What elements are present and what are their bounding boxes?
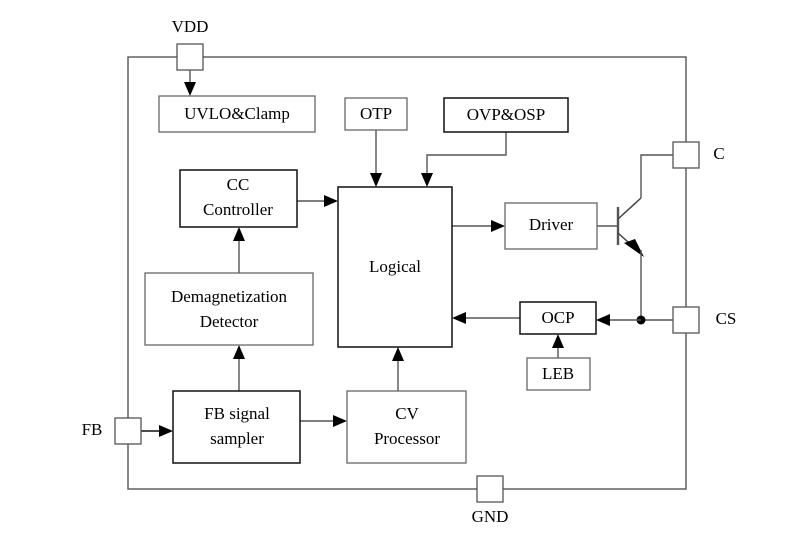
wire-ovposp-to-logical [426, 132, 507, 175]
arrowhead-cv-logical [392, 347, 404, 361]
block-label-otp: OTP [360, 104, 392, 123]
block-demagnetization-detector[interactable] [144, 272, 314, 346]
pin-vdd[interactable] [176, 43, 204, 71]
block-label-cc-controller-line2: Controller [203, 200, 273, 219]
block-label-logical: Logical [369, 257, 421, 276]
block-cc-controller[interactable] [179, 169, 298, 228]
pin-fb[interactable] [114, 417, 142, 445]
block-leb[interactable] [526, 357, 591, 391]
arrowhead-ocp-logical [452, 312, 466, 324]
block-fb-signal-sampler[interactable] [172, 390, 301, 464]
arrowhead-sampler-cv [333, 415, 347, 427]
pin-label-vdd: VDD [172, 17, 209, 36]
pin-label-cs: CS [716, 309, 737, 328]
block-label-cv-processor-line2: Processor [374, 429, 440, 448]
arrowhead-demag-cc [233, 227, 245, 241]
block-label-driver: Driver [529, 215, 574, 234]
arrowhead-sampler-demag [233, 345, 245, 359]
block-ovp-osp[interactable] [443, 97, 569, 133]
arrowhead-leb-ocp [552, 334, 564, 348]
block-driver[interactable] [504, 202, 598, 250]
arrowhead-otp-logical [370, 173, 382, 187]
block-uvlo-clamp[interactable] [158, 95, 316, 133]
arrowhead-logical-driver [491, 220, 505, 232]
pin-c[interactable] [672, 141, 700, 169]
block-label-cv-processor-line1: CV [395, 404, 419, 423]
block-logical[interactable] [337, 186, 453, 348]
block-label-uvlo-clamp: UVLO&Clamp [184, 104, 290, 123]
pin-label-c: C [713, 144, 724, 163]
arrowhead-cc-logical [324, 195, 338, 207]
ic-boundary-rect [127, 56, 687, 490]
block-label-ocp: OCP [541, 308, 574, 327]
block-ocp[interactable] [519, 301, 597, 335]
block-label-demag-line2: Detector [200, 312, 259, 331]
pin-gnd[interactable] [476, 475, 504, 503]
bjt-emitter-arrowhead [624, 239, 644, 257]
block-otp[interactable] [344, 97, 408, 131]
arrowhead-ovposp-logical [421, 173, 433, 187]
arrowhead-cs-ocp [596, 314, 610, 326]
block-label-cc-controller-line1: CC [227, 175, 250, 194]
block-label-ovp-osp: OVP&OSP [467, 105, 545, 124]
pin-label-gnd: GND [472, 507, 509, 526]
bjt-collector-leg [617, 197, 642, 220]
pin-label-fb: FB [82, 420, 103, 439]
arrowhead-fb-sampler [159, 425, 173, 437]
wire-bjt-collector-to-c [640, 154, 673, 198]
arrowhead-vdd-uvlo [184, 82, 196, 96]
pin-cs[interactable] [672, 306, 700, 334]
block-cv-processor[interactable] [346, 390, 467, 464]
block-label-fb-sampler-line1: FB signal [204, 404, 270, 423]
block-label-demag-line1: Demagnetization [171, 287, 288, 306]
block-label-leb: LEB [542, 364, 574, 383]
block-label-fb-sampler-line2: sampler [210, 429, 264, 448]
